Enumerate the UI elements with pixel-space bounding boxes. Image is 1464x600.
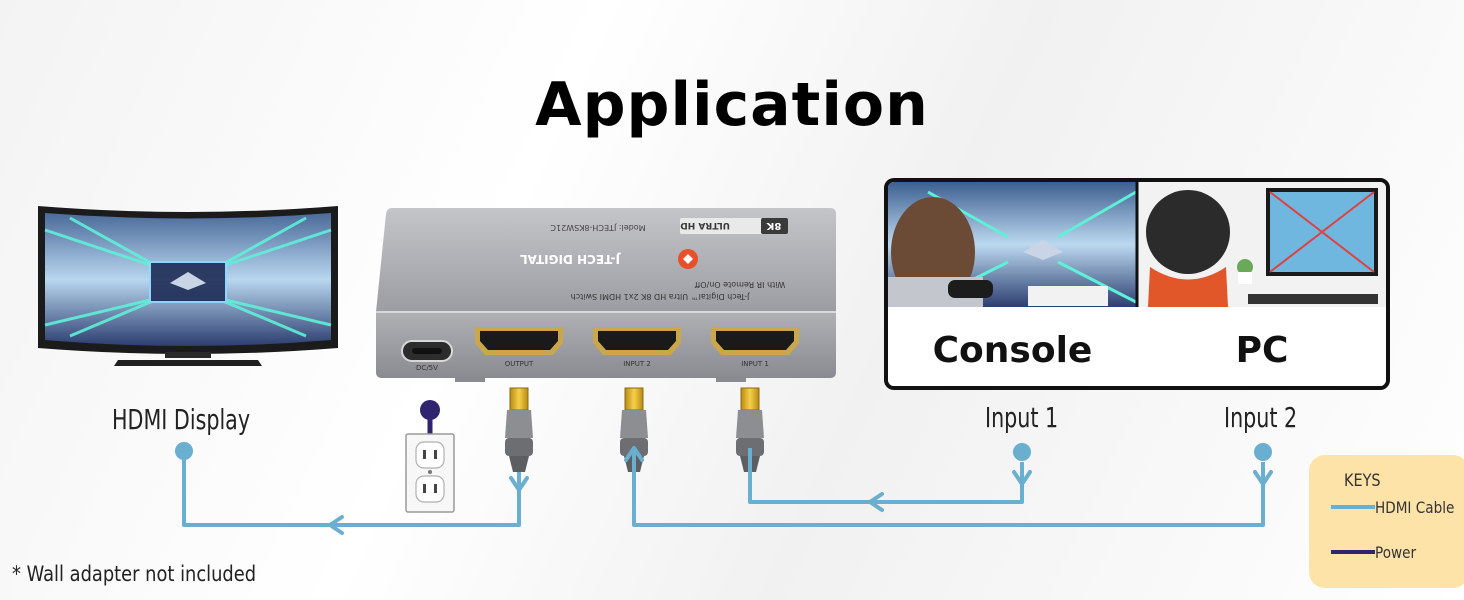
power-swatch <box>1331 550 1375 554</box>
gamepad-icon <box>948 280 993 298</box>
hdmi-display-monitor <box>38 206 338 366</box>
input-1-cable-endpoint <box>1013 443 1031 461</box>
device-description-text: J-Tech Digital™ Ultra HD 8K 2x1 HDMI Swi… <box>571 292 751 301</box>
pc-label: PC <box>1235 330 1289 371</box>
hdmi-cable-swatch <box>1331 505 1375 509</box>
jet-icon <box>170 272 206 290</box>
hdmi-cable-key-label: HDMI Cable <box>1375 498 1455 517</box>
dc-port-label: DC/5V <box>416 364 438 372</box>
input-2-cable <box>632 448 1265 527</box>
input-1-port-label: INPUT 1 <box>741 360 769 368</box>
hdmi-display-label: HDMI Display <box>112 403 251 436</box>
arrow-down-icon <box>1012 470 1032 486</box>
arrow-down-icon <box>1253 470 1273 486</box>
arrow-left-icon <box>328 515 344 535</box>
pc-gamer-image <box>1138 182 1386 307</box>
power-plug-icon <box>420 400 440 420</box>
monitor-stand <box>114 360 262 366</box>
power-key-label: Power <box>1375 543 1417 562</box>
input-1-port <box>711 327 799 355</box>
device-uhd-text: ULTRA HD <box>680 220 730 230</box>
output-port <box>475 327 563 355</box>
input-2-label: Input 2 <box>1224 401 1298 434</box>
hdmi-switch-device <box>376 208 836 382</box>
flow-arrows <box>328 446 1273 535</box>
display-cable-endpoint <box>175 442 193 460</box>
plant-icon <box>1237 259 1253 275</box>
input-2-cable-endpoint <box>1254 443 1272 461</box>
wall-adapter-note: * Wall adapter not included <box>12 562 257 586</box>
page-title: Application <box>535 70 929 140</box>
input-sources-panel: Console PC <box>884 178 1390 390</box>
output-port-label: OUTPUT <box>505 360 534 368</box>
keys-title: KEYS <box>1344 471 1381 491</box>
device-printed-text: J-TECH DIGITAL ULTRA HD 8K Model: JTECH-… <box>416 220 785 372</box>
keys-legend: KEYS HDMI Cable Power <box>1309 455 1464 588</box>
output-hdmi-plug <box>504 387 534 473</box>
input-2-port <box>593 327 681 355</box>
arrow-down-icon <box>509 476 529 492</box>
input-1-cable <box>748 448 1024 504</box>
device-feature-text: With IR Remote On/Off <box>694 280 785 289</box>
hdmi-cable-routes <box>182 448 1265 527</box>
device-model-text: Model: JTECH-8KSW21C <box>550 223 646 232</box>
output-to-display-cable <box>182 455 521 527</box>
console-label: Console <box>932 330 1093 371</box>
input-1-label: Input 1 <box>985 401 1059 434</box>
console-gamer-image <box>888 182 1137 309</box>
wall-outlet <box>405 433 455 513</box>
arrow-left-icon <box>868 492 884 512</box>
input-2-port-label: INPUT 2 <box>623 360 651 368</box>
device-8k-text: 8K <box>765 220 781 231</box>
arrow-up-icon <box>624 446 644 462</box>
device-brand-text: J-TECH DIGITAL <box>520 252 621 266</box>
